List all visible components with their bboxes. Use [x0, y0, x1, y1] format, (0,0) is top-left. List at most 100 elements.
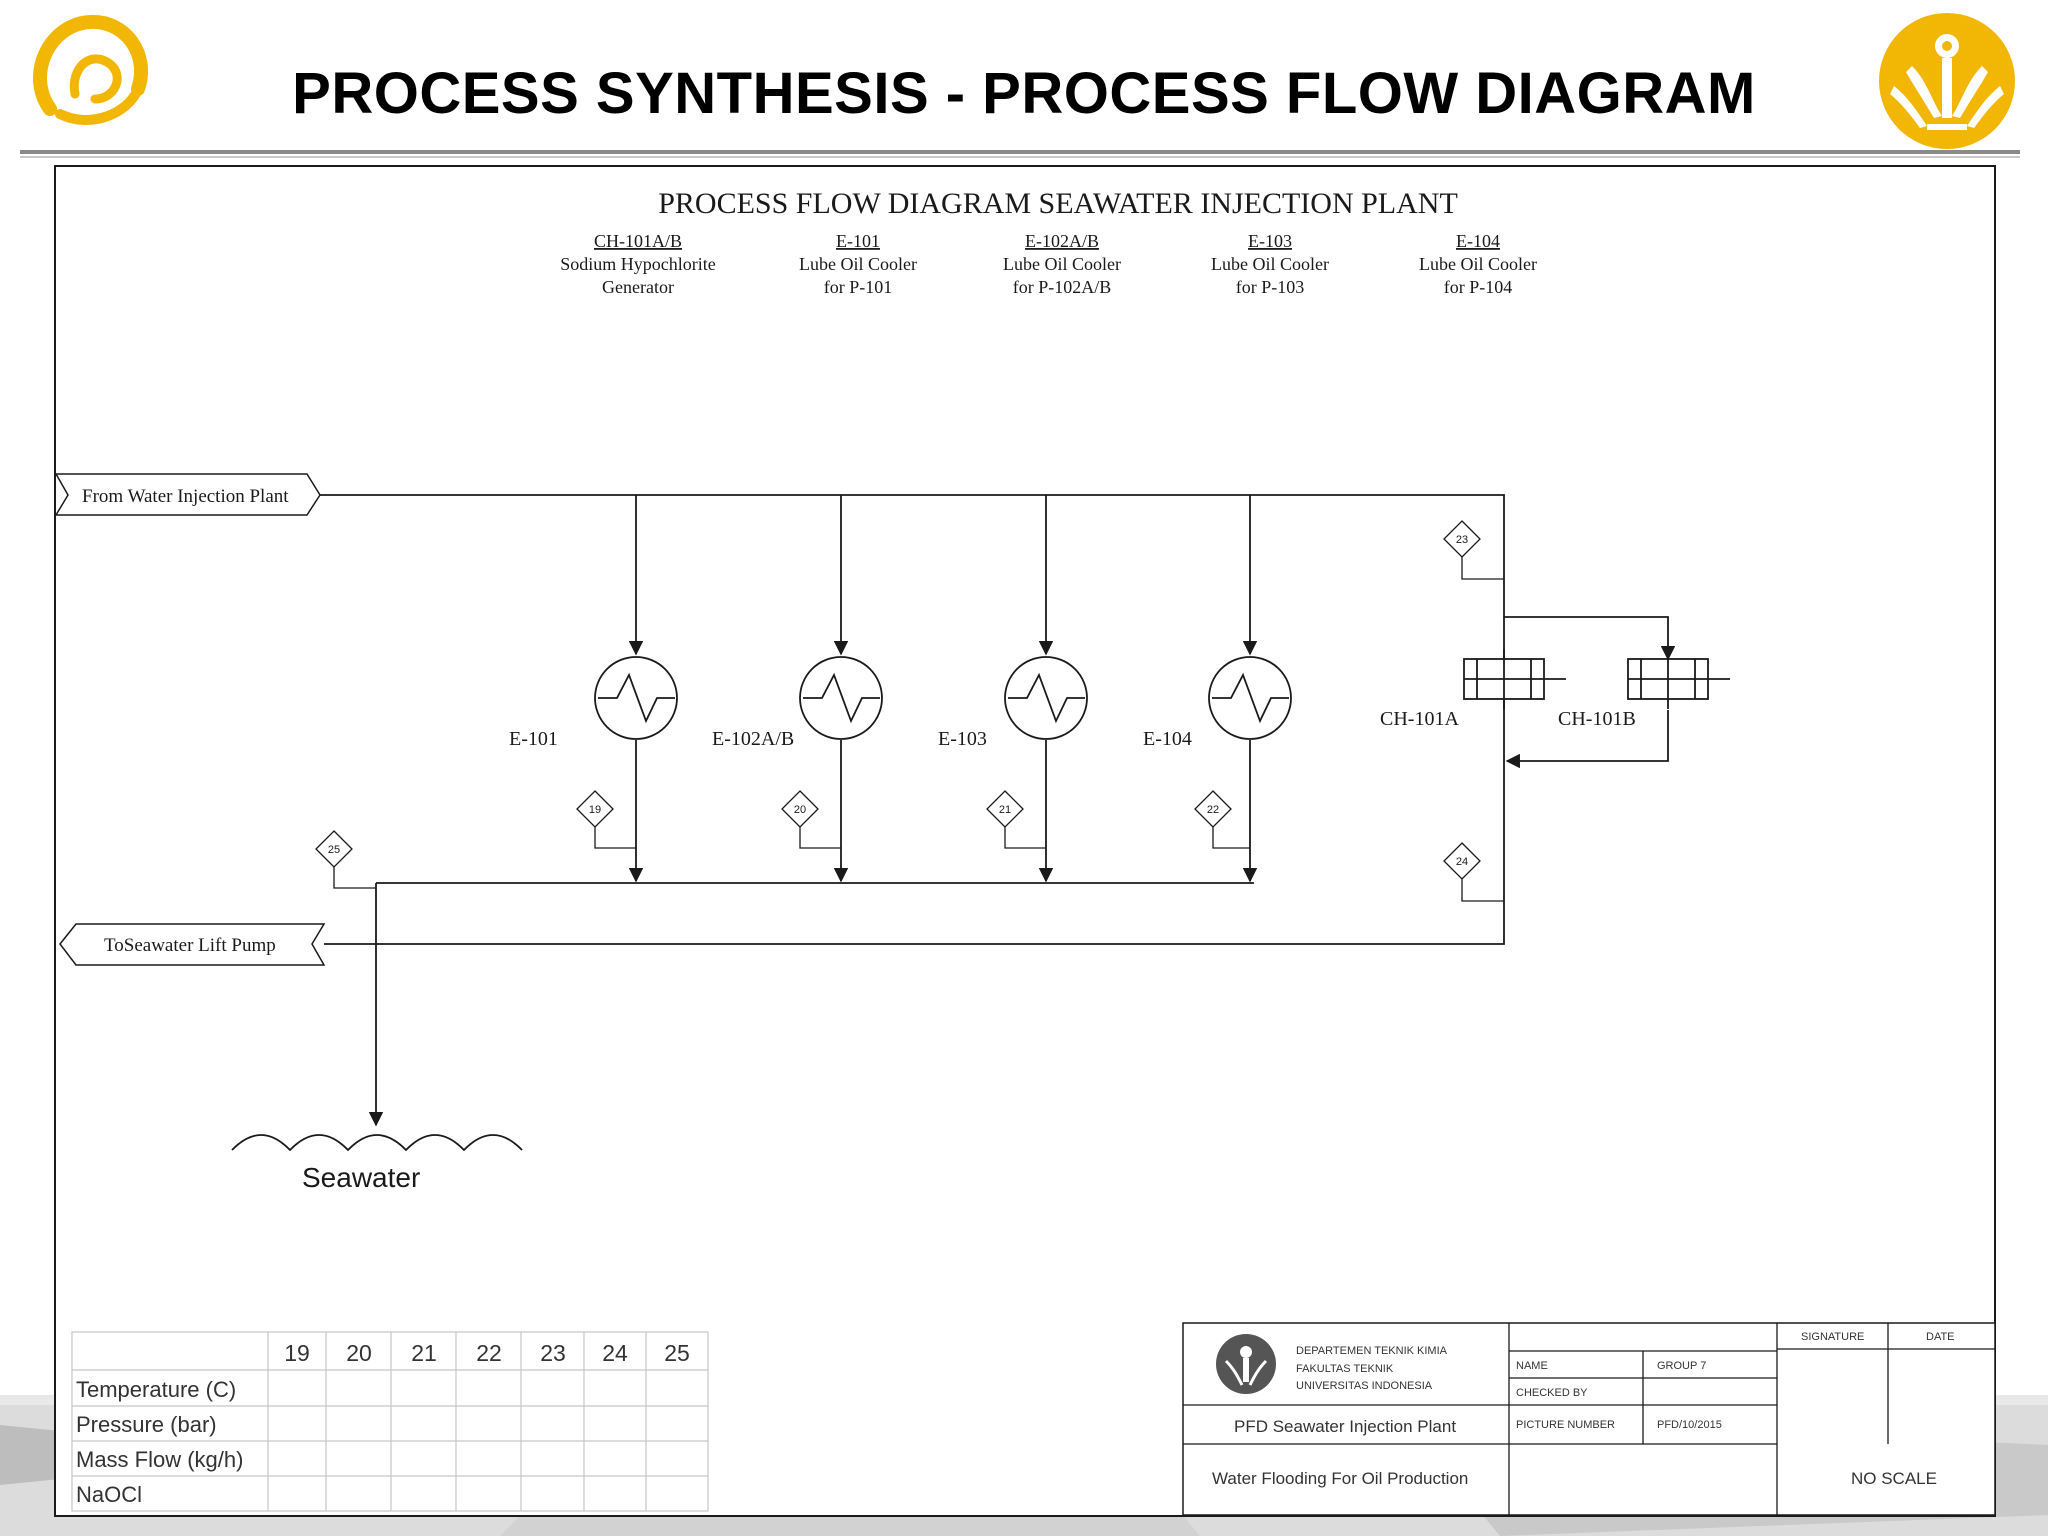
stream-tag-24: 24 [1443, 842, 1504, 902]
legend-tag: E-102A/B [1025, 231, 1099, 251]
legend-line1: Sodium Hypochlorite [560, 254, 716, 274]
pfd-drawing-sheet: PROCESS FLOW DIAGRAM SEAWATER INJECTION … [54, 165, 1996, 1517]
outlet-line [324, 845, 1505, 945]
table-row-label: NaOCl [76, 1482, 142, 1507]
exchanger-e103 [1004, 656, 1088, 740]
legend-line1: Lube Oil Cooler [1419, 254, 1537, 274]
table-col-header: 19 [284, 1340, 310, 1366]
exchanger-e104-label: E-104 [1143, 728, 1192, 750]
stream-tag-24-text: 24 [1456, 856, 1468, 868]
sheet-border [54, 165, 1996, 1517]
table-col-header: 25 [664, 1340, 690, 1366]
generator-labels: CH-101A CH-101B [1380, 708, 1636, 730]
slide-title: PROCESS SYNTHESIS - PROCESS FLOW DIAGRAM [292, 61, 1756, 126]
date-label: DATE [1926, 1331, 1955, 1343]
table-col-header: 21 [411, 1340, 437, 1366]
equipment-legend: CH-101A/B Sodium Hypochlorite Generator … [560, 231, 1537, 297]
legend-line2: Generator [602, 277, 674, 297]
legend-line1: Lube Oil Cooler [1211, 254, 1329, 274]
logo-ring-arc-2 [55, 84, 143, 125]
exchanger-e101 [594, 656, 678, 740]
outlet-connector: ToSeawater Lift Pump [59, 923, 326, 966]
logo-ring-arc-1 [33, 14, 149, 116]
logo-ring-arc-3 [69, 54, 122, 104]
diagram-title: PROCESS FLOW DIAGRAM SEAWATER INJECTION … [658, 187, 1458, 220]
generator-ch101a [1463, 649, 1566, 709]
stream-tag-21: 21 [986, 790, 1046, 849]
table-row-label: Mass Flow (kg/h) [76, 1447, 243, 1472]
ch-return-line [1505, 710, 1669, 769]
dept-line3: UNIVERSITAS INDONESIA [1296, 1380, 1433, 1392]
picture-number-value: PFD/10/2015 [1657, 1419, 1722, 1431]
table-col-header: 20 [346, 1340, 372, 1366]
legend-tag: E-103 [1248, 231, 1292, 251]
exchanger-e102 [799, 656, 883, 740]
title-block-emblem [1216, 1334, 1276, 1394]
checked-by-label: CHECKED BY [1516, 1387, 1588, 1399]
legend-line2: for P-101 [824, 277, 893, 297]
title-divider [20, 150, 2020, 154]
generator-ch101b-label: CH-101B [1558, 708, 1636, 730]
hypochlorite-generators [1463, 649, 1730, 709]
stream-tag-19: 19 [576, 790, 636, 849]
university-emblem-logo [1879, 13, 2015, 149]
title-divider-shadow [20, 156, 2020, 158]
stream-tag-25-text: 25 [328, 844, 340, 856]
table-col-header: 22 [476, 1340, 502, 1366]
legend-tag: E-101 [836, 231, 880, 251]
stream-tag-23: 23 [1443, 520, 1504, 580]
exchanger-e104 [1208, 656, 1292, 740]
stream-tag-19-text: 19 [589, 804, 601, 816]
ch-feed-line [1503, 579, 1676, 661]
legend-line2: for P-104 [1444, 277, 1513, 297]
exchanger-e102-label: E-102A/B [712, 728, 794, 750]
name-label: NAME [1516, 1360, 1548, 1372]
company-logo-left [33, 14, 149, 125]
signature-label: SIGNATURE [1801, 1331, 1864, 1343]
name-value: GROUP 7 [1657, 1360, 1706, 1372]
inlet-label: From Water Injection Plant [82, 486, 289, 507]
scale-note: NO SCALE [1851, 1469, 1937, 1488]
stream-tag-22: 22 [1194, 790, 1250, 849]
stream-tags: 19 20 21 22 23 24 25 [315, 520, 1504, 902]
project-name: Water Flooding For Oil Production [1212, 1469, 1468, 1488]
exchanger-e101-label: E-101 [509, 728, 558, 750]
stream-tag-23-text: 23 [1456, 534, 1468, 546]
generator-ch101a-label: CH-101A [1380, 708, 1459, 730]
main-header-line [320, 494, 1505, 579]
table-col-header: 23 [540, 1340, 566, 1366]
dept-line2: FAKULTAS TEKNIK [1296, 1363, 1394, 1375]
exchanger-e103-label: E-103 [938, 728, 987, 750]
legend-line1: Lube Oil Cooler [1003, 254, 1121, 274]
seawater-label: Seawater [302, 1162, 420, 1193]
stream-tag-25: 25 [315, 830, 376, 889]
legend-line2: for P-103 [1236, 277, 1305, 297]
table-col-header: 24 [602, 1340, 628, 1366]
legend-tag: CH-101A/B [594, 231, 682, 251]
seawater-waves-icon [231, 1134, 523, 1152]
stream-tag-21-text: 21 [999, 804, 1011, 816]
legend-item-e101: E-101 Lube Oil Cooler for P-101 [799, 231, 917, 297]
exchanger-labels: E-101 E-102A/B E-103 E-104 [509, 728, 1192, 750]
legend-item-ch101ab: CH-101A/B Sodium Hypochlorite Generator [560, 231, 716, 297]
seawater-symbol: Seawater [231, 1134, 523, 1193]
outlet-label: ToSeawater Lift Pump [104, 935, 276, 956]
table-row-label: Pressure (bar) [76, 1412, 217, 1437]
drawing-title: PFD Seawater Injection Plant [1234, 1417, 1456, 1436]
inlet-connector: From Water Injection Plant [54, 473, 321, 516]
dept-line1: DEPARTEMEN TEKNIK KIMIA [1296, 1345, 1448, 1357]
legend-item-e103: E-103 Lube Oil Cooler for P-103 [1211, 231, 1329, 297]
process-lines [320, 494, 1676, 1127]
legend-tag: E-104 [1456, 231, 1500, 251]
stream-tag-20-text: 20 [794, 804, 806, 816]
stream-tag-22-text: 22 [1207, 804, 1219, 816]
legend-line2: for P-102A/B [1013, 277, 1112, 297]
stream-table: 19 20 21 22 23 24 25 Temperature (C) Pre… [71, 1331, 709, 1512]
generator-ch101b [1627, 649, 1730, 709]
legend-item-e102ab: E-102A/B Lube Oil Cooler for P-102A/B [1003, 231, 1121, 297]
heat-exchangers [594, 656, 1292, 740]
picture-number-label: PICTURE NUMBER [1516, 1419, 1615, 1431]
table-row-label: Temperature (C) [76, 1377, 236, 1402]
legend-item-e104: E-104 Lube Oil Cooler for P-104 [1419, 231, 1537, 297]
legend-line1: Lube Oil Cooler [799, 254, 917, 274]
